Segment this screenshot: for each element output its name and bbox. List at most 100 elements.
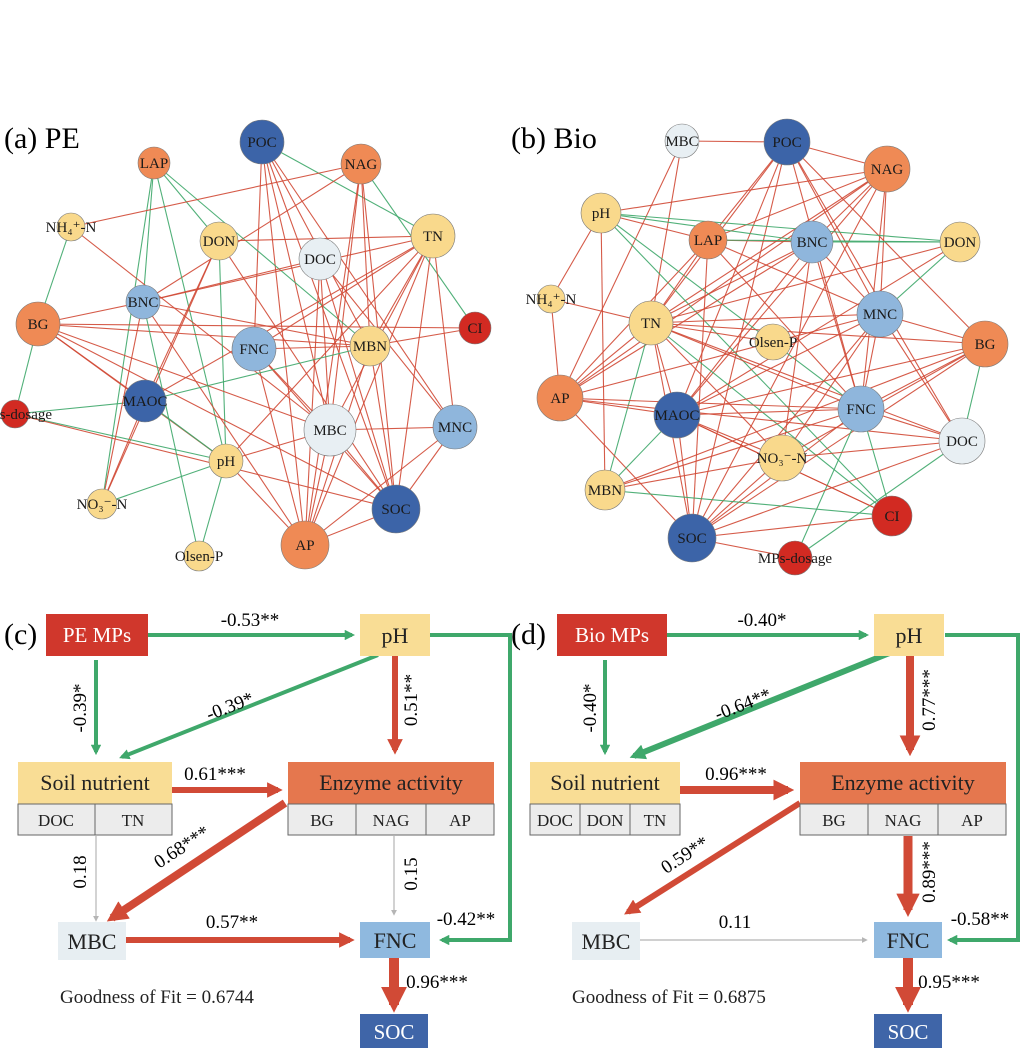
network-edge-ph-ci (600, 212, 893, 517)
sem-d-goodness-of-fit: Goodness of Fit = 0.6875 (572, 987, 766, 1008)
network-edge-poc-soc (261, 141, 397, 510)
network-node-circle (667, 513, 717, 563)
sem-c-mbc-label: MBC (68, 929, 117, 954)
network-edge-doc-no3 (781, 440, 963, 459)
network-edge-nag-fnc (860, 168, 888, 410)
network-node-no3: NO₃⁻-N (77, 488, 127, 520)
network-edge-tn-fnc (253, 235, 434, 350)
network-edge-mbc-tn (650, 140, 683, 324)
network-edge-tn-mnc (432, 235, 456, 428)
network-node-label: NAG (871, 162, 904, 178)
network-node-label: MAOC (122, 394, 167, 410)
network-node-label: pH (217, 454, 236, 470)
network-edge-poc-ap (261, 141, 306, 546)
network-edge-nh4-mbc (70, 226, 331, 431)
network-edge-nag-tn (650, 168, 888, 324)
path-d-ph-nut (629, 649, 894, 760)
network-edge-bg-no3 (781, 343, 986, 459)
network-node-circle (961, 320, 1009, 368)
network-edge-doc-mbc (319, 258, 331, 431)
network-node-circle (837, 385, 885, 433)
network-node-label: NO₃⁻-N (757, 451, 808, 467)
sem-d-nutrient-item: TN (644, 811, 667, 830)
network-node-label: AP (295, 538, 314, 554)
network-node-label: MBC (665, 134, 698, 150)
network-edge-lap-bnc (142, 162, 155, 303)
network-node-label: LAP (694, 233, 722, 249)
network-node-label: DON (203, 234, 236, 250)
network-edge-fnc-mps (794, 408, 862, 559)
network-edge-poc-bg (786, 141, 986, 345)
coef-c-ph-nut: -0.39* (203, 688, 256, 725)
network-edge-fnc-mbn (604, 408, 862, 491)
sem-d-source-label: Bio MPs (575, 623, 649, 647)
network-node-circle (239, 119, 285, 165)
network-node-label: MBN (353, 339, 387, 355)
network-node-label: TN (641, 316, 661, 332)
network-node-ph: pH (208, 443, 244, 479)
network-edge-bg-soc (37, 323, 397, 510)
network-node-label: FNC (846, 402, 875, 418)
sem-d-enzyme-cell (937, 803, 1007, 836)
network-node-label: POC (247, 135, 276, 151)
network-node-label: TN (423, 229, 443, 245)
network-edge-bg-mbn (37, 323, 371, 347)
network-node-circle (208, 443, 244, 479)
network-node-ap: AP (280, 520, 330, 570)
network-node-circle (458, 311, 492, 345)
sem-panel-pe: (c) PE MPs pH Soil nutrient DOC TN Enzym… (4, 610, 512, 1048)
coef-d-enz-mbc: 0.59** (657, 832, 712, 878)
network-node-nag: NAG (863, 145, 911, 193)
network-node-label: MAOC (654, 408, 699, 424)
coef-d-enz-fnc: 0.89*** (919, 841, 940, 903)
network-node-olsen: Olsen-P (175, 540, 223, 572)
network-node-label: AP (550, 391, 569, 407)
network-node-circle (231, 326, 277, 372)
sem-d-source-box (557, 614, 667, 656)
sem-c-paths (90, 629, 512, 1013)
path-c-enz-mbc (106, 799, 288, 922)
sem-c-enzyme-box (288, 762, 494, 804)
network-node-label: DON (944, 235, 977, 251)
network-edge-nag-ph (600, 168, 888, 214)
sem-c-goodness-of-fit: Goodness of Fit = 0.6744 (60, 987, 254, 1008)
network-edge-tn-doc (650, 322, 963, 442)
network-node-label: Olsen-P (749, 335, 797, 351)
network-edge-bnc-mbn (142, 301, 371, 347)
network-edge-poc-mbc (261, 141, 331, 431)
network-edge-ap-fnc (559, 397, 862, 410)
coef-d-mbc-fnc: 0.11 (719, 912, 752, 933)
network-node-ci: CI (871, 495, 913, 537)
network-edge-mbn-ci (604, 489, 893, 517)
sem-c-enzyme-cell (425, 803, 495, 836)
network-edge-poc-mnc (786, 141, 881, 315)
coef-c-nut-enz: 0.61*** (184, 764, 246, 785)
network-node-bg: BG (15, 301, 61, 347)
network-edge-mps-ph (14, 413, 227, 462)
network-edge-lap-fnc (707, 239, 862, 410)
network-edge-tn-bg (650, 322, 986, 345)
network-node-nh4: NH₄⁺-N (46, 212, 96, 242)
sem-c-source-label: PE MPs (63, 623, 131, 647)
network-node-lap: LAP (137, 146, 171, 180)
network-edge-poc-tn (261, 141, 434, 237)
network-edge-don-ph (218, 240, 227, 462)
sem-c-enzyme-label: Enzyme activity (319, 770, 463, 795)
network-edge-bnc-ap (142, 301, 306, 546)
network-edge-nag-mbn (360, 163, 371, 347)
network-edge-tn-soc (395, 235, 434, 510)
network-node-label: BG (975, 337, 996, 353)
sem-c-mbc-box (58, 922, 126, 960)
network-node-doc: DOC (938, 417, 986, 465)
sem-d-nutrient-label: Soil nutrient (550, 770, 659, 795)
network-node-circle (584, 469, 626, 511)
network-edge-bg-fnc (860, 343, 986, 410)
network-edge-mbn-soc (369, 345, 397, 510)
network-node-circle (536, 374, 584, 422)
sem-d-nutrient-cell (629, 803, 681, 836)
network-node-poc: POC (763, 118, 811, 166)
network-node-label: LAP (140, 156, 168, 172)
network-edge-maoc-fnc (676, 408, 862, 416)
network-node-soc: SOC (371, 484, 421, 534)
network-edge-lap-soc (691, 239, 709, 539)
